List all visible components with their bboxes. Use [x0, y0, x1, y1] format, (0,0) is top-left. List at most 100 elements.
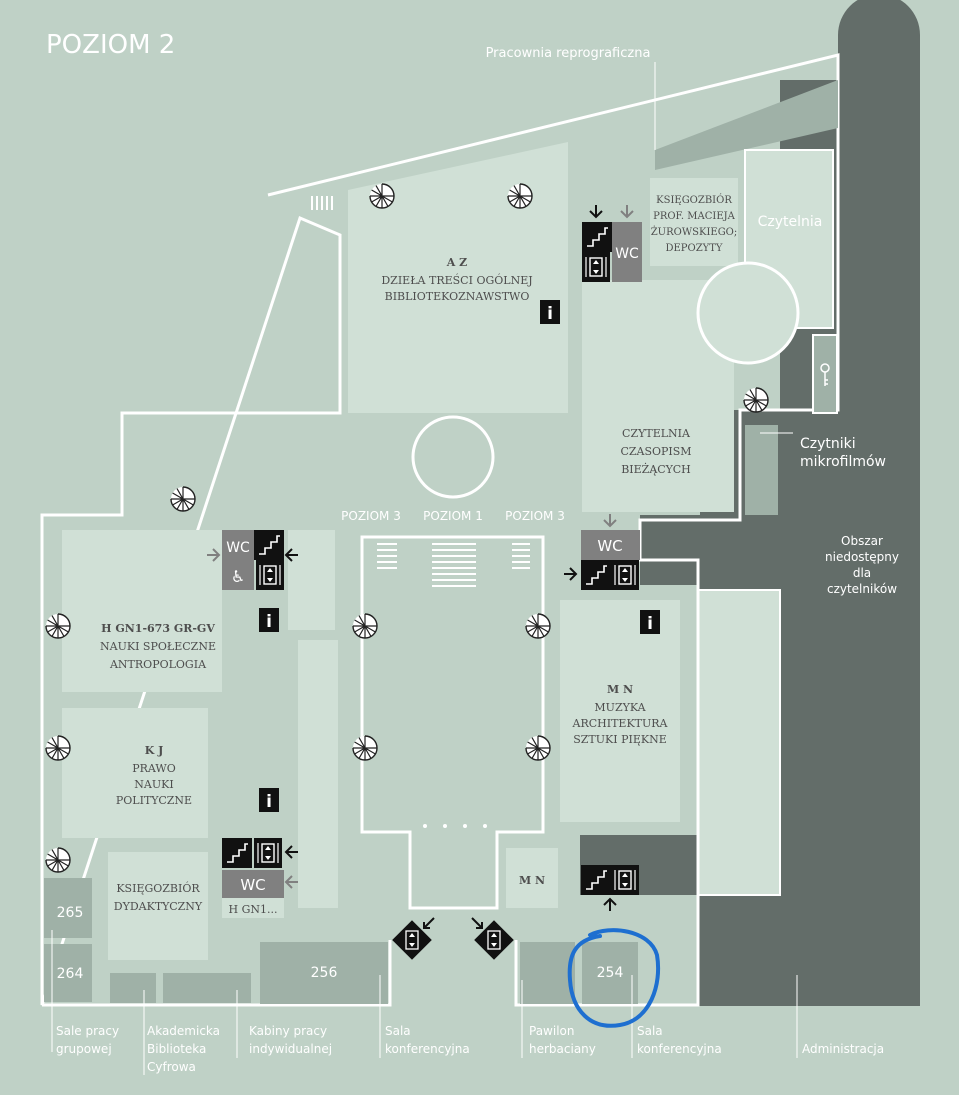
spiral-stair-icon	[45, 735, 71, 761]
info-icon: i	[259, 608, 279, 632]
page-title: POZIOM 2	[46, 30, 175, 60]
wc-label-top: WC	[615, 246, 639, 262]
room-zurowski	[650, 178, 738, 266]
poziom3-left-label: POZIOM 3	[341, 509, 401, 523]
stairs-icon	[580, 864, 612, 896]
sale-label-2: grupowej	[56, 1042, 112, 1056]
elevator-icon	[610, 864, 640, 896]
lift-diamond-left	[392, 917, 435, 960]
spiral-stair-icon	[369, 183, 395, 209]
spiral-stair-icon	[352, 613, 378, 639]
room-mn	[560, 600, 680, 822]
room-254-number: 254	[597, 965, 624, 981]
svg-text:i: i	[266, 612, 272, 632]
spiral-stair-icon	[525, 735, 551, 761]
stairs-poziom3-left	[377, 543, 397, 569]
building-outline	[40, 53, 840, 1007]
room-az	[348, 142, 568, 413]
pawilon-label-2: herbaciany	[529, 1042, 596, 1056]
round-reading-area	[696, 261, 800, 365]
arrow-left-icon	[284, 875, 298, 889]
svg-text:i: i	[647, 614, 653, 634]
room-256	[260, 942, 388, 1004]
room-abc	[110, 973, 156, 1003]
kj-line3: POLITYCZNE	[116, 794, 192, 807]
elevator-icon	[581, 251, 611, 283]
stairs-poziom3-right	[512, 543, 530, 569]
zur-line1: KSIĘGOZBIÓR	[656, 194, 732, 206]
wc-block-right	[581, 530, 640, 560]
arrow-down-icon	[589, 205, 603, 219]
zur-line2: PROF. MACIEJA	[653, 211, 736, 222]
czytniki-label-2: mikrofilmów	[800, 454, 886, 470]
room-kabiny	[163, 973, 251, 1003]
czas-line2: CZASOPISM	[620, 445, 691, 458]
room-kj	[62, 708, 208, 838]
sala-konf1-label-1: Sala	[385, 1024, 411, 1038]
stairs-icon	[580, 559, 612, 591]
room-264-number: 264	[57, 966, 84, 982]
callout-lines	[51, 62, 798, 1075]
mn-line3: SZTUKI PIĘKNE	[573, 733, 667, 746]
sala-konf2-label-1: Sala	[637, 1024, 663, 1038]
kabiny-label-1: Kabiny pracy	[249, 1024, 327, 1038]
info-icon: i	[640, 610, 660, 634]
info-icon: i	[259, 788, 279, 812]
obszar-line3: dla	[853, 566, 871, 580]
mn-line2: ARCHITEKTURA	[572, 717, 669, 730]
dyd-line2: DYDAKTYCZNY	[114, 900, 203, 913]
wc-label-bottom: WC	[240, 876, 265, 894]
spiral-stair-icon	[743, 387, 769, 413]
obszar-line4: czytelników	[827, 582, 897, 596]
elevator-icon	[255, 559, 285, 591]
reprografia-room	[655, 80, 838, 170]
reprografia-label: Pracownia reprograficzna	[486, 46, 651, 61]
arrow-down-icon	[620, 205, 634, 219]
spiral-stair-icon	[170, 486, 196, 512]
building-bottom-left	[42, 940, 392, 1007]
stairs-icon	[581, 221, 613, 253]
obszar-line1: Obszar	[841, 534, 883, 548]
poziom1-label: POZIOM 1	[423, 509, 483, 523]
wc-block-top	[612, 222, 642, 282]
mikrofilm-room	[745, 425, 778, 515]
mn-line1: MUZYKA	[594, 701, 646, 714]
h-line1: NAUKI SPOŁECZNE	[100, 640, 216, 653]
czytniki-label-1: Czytniki	[800, 436, 856, 452]
wc-label-right: WC	[597, 537, 622, 555]
info-icon: i	[540, 300, 560, 324]
room-256-number: 256	[311, 965, 338, 981]
room-254	[582, 942, 638, 1004]
stairs-icon	[253, 529, 285, 561]
h-short-label: H GN1...	[229, 903, 278, 916]
elevator-icon	[253, 837, 283, 869]
czas-line3: BIEŻĄCYCH	[621, 462, 691, 476]
svg-text:i: i	[547, 304, 553, 324]
kj-line1: PRAWO	[132, 762, 176, 775]
zur-line3: ŻUROWSKIEGO;	[651, 226, 738, 238]
h-short-box	[222, 898, 284, 918]
room-dydaktyczny	[108, 852, 208, 960]
sala-konf2-label-2: konferencyjna	[637, 1042, 722, 1056]
room-center-col	[298, 640, 338, 908]
admin-strip	[697, 589, 781, 896]
highlight-circle	[567, 928, 660, 1028]
spiral-stair-icon	[45, 847, 71, 873]
arrow-up-icon	[603, 897, 617, 911]
stairs-icon	[221, 837, 253, 869]
spiral-stair-icon	[525, 613, 551, 639]
zur-line4: DEPOZYTY	[665, 243, 722, 254]
poziom3-right-label: POZIOM 3	[505, 509, 565, 523]
wheelchair-icon: ♿	[231, 567, 245, 586]
room-pawilon	[520, 942, 575, 1004]
spiral-stair-icon	[352, 735, 378, 761]
arrow-left-icon	[284, 548, 298, 562]
abc-label-2: Biblioteka	[147, 1042, 206, 1056]
dyd-line1: KSIĘGOZBIÓR	[116, 881, 200, 895]
wc-block-bottom	[222, 870, 284, 898]
wc-label-h: WC	[226, 540, 250, 556]
arrow-down-icon	[603, 514, 617, 528]
room-mn-small	[506, 848, 558, 908]
abc-label-3: Cyfrowa	[147, 1060, 196, 1074]
